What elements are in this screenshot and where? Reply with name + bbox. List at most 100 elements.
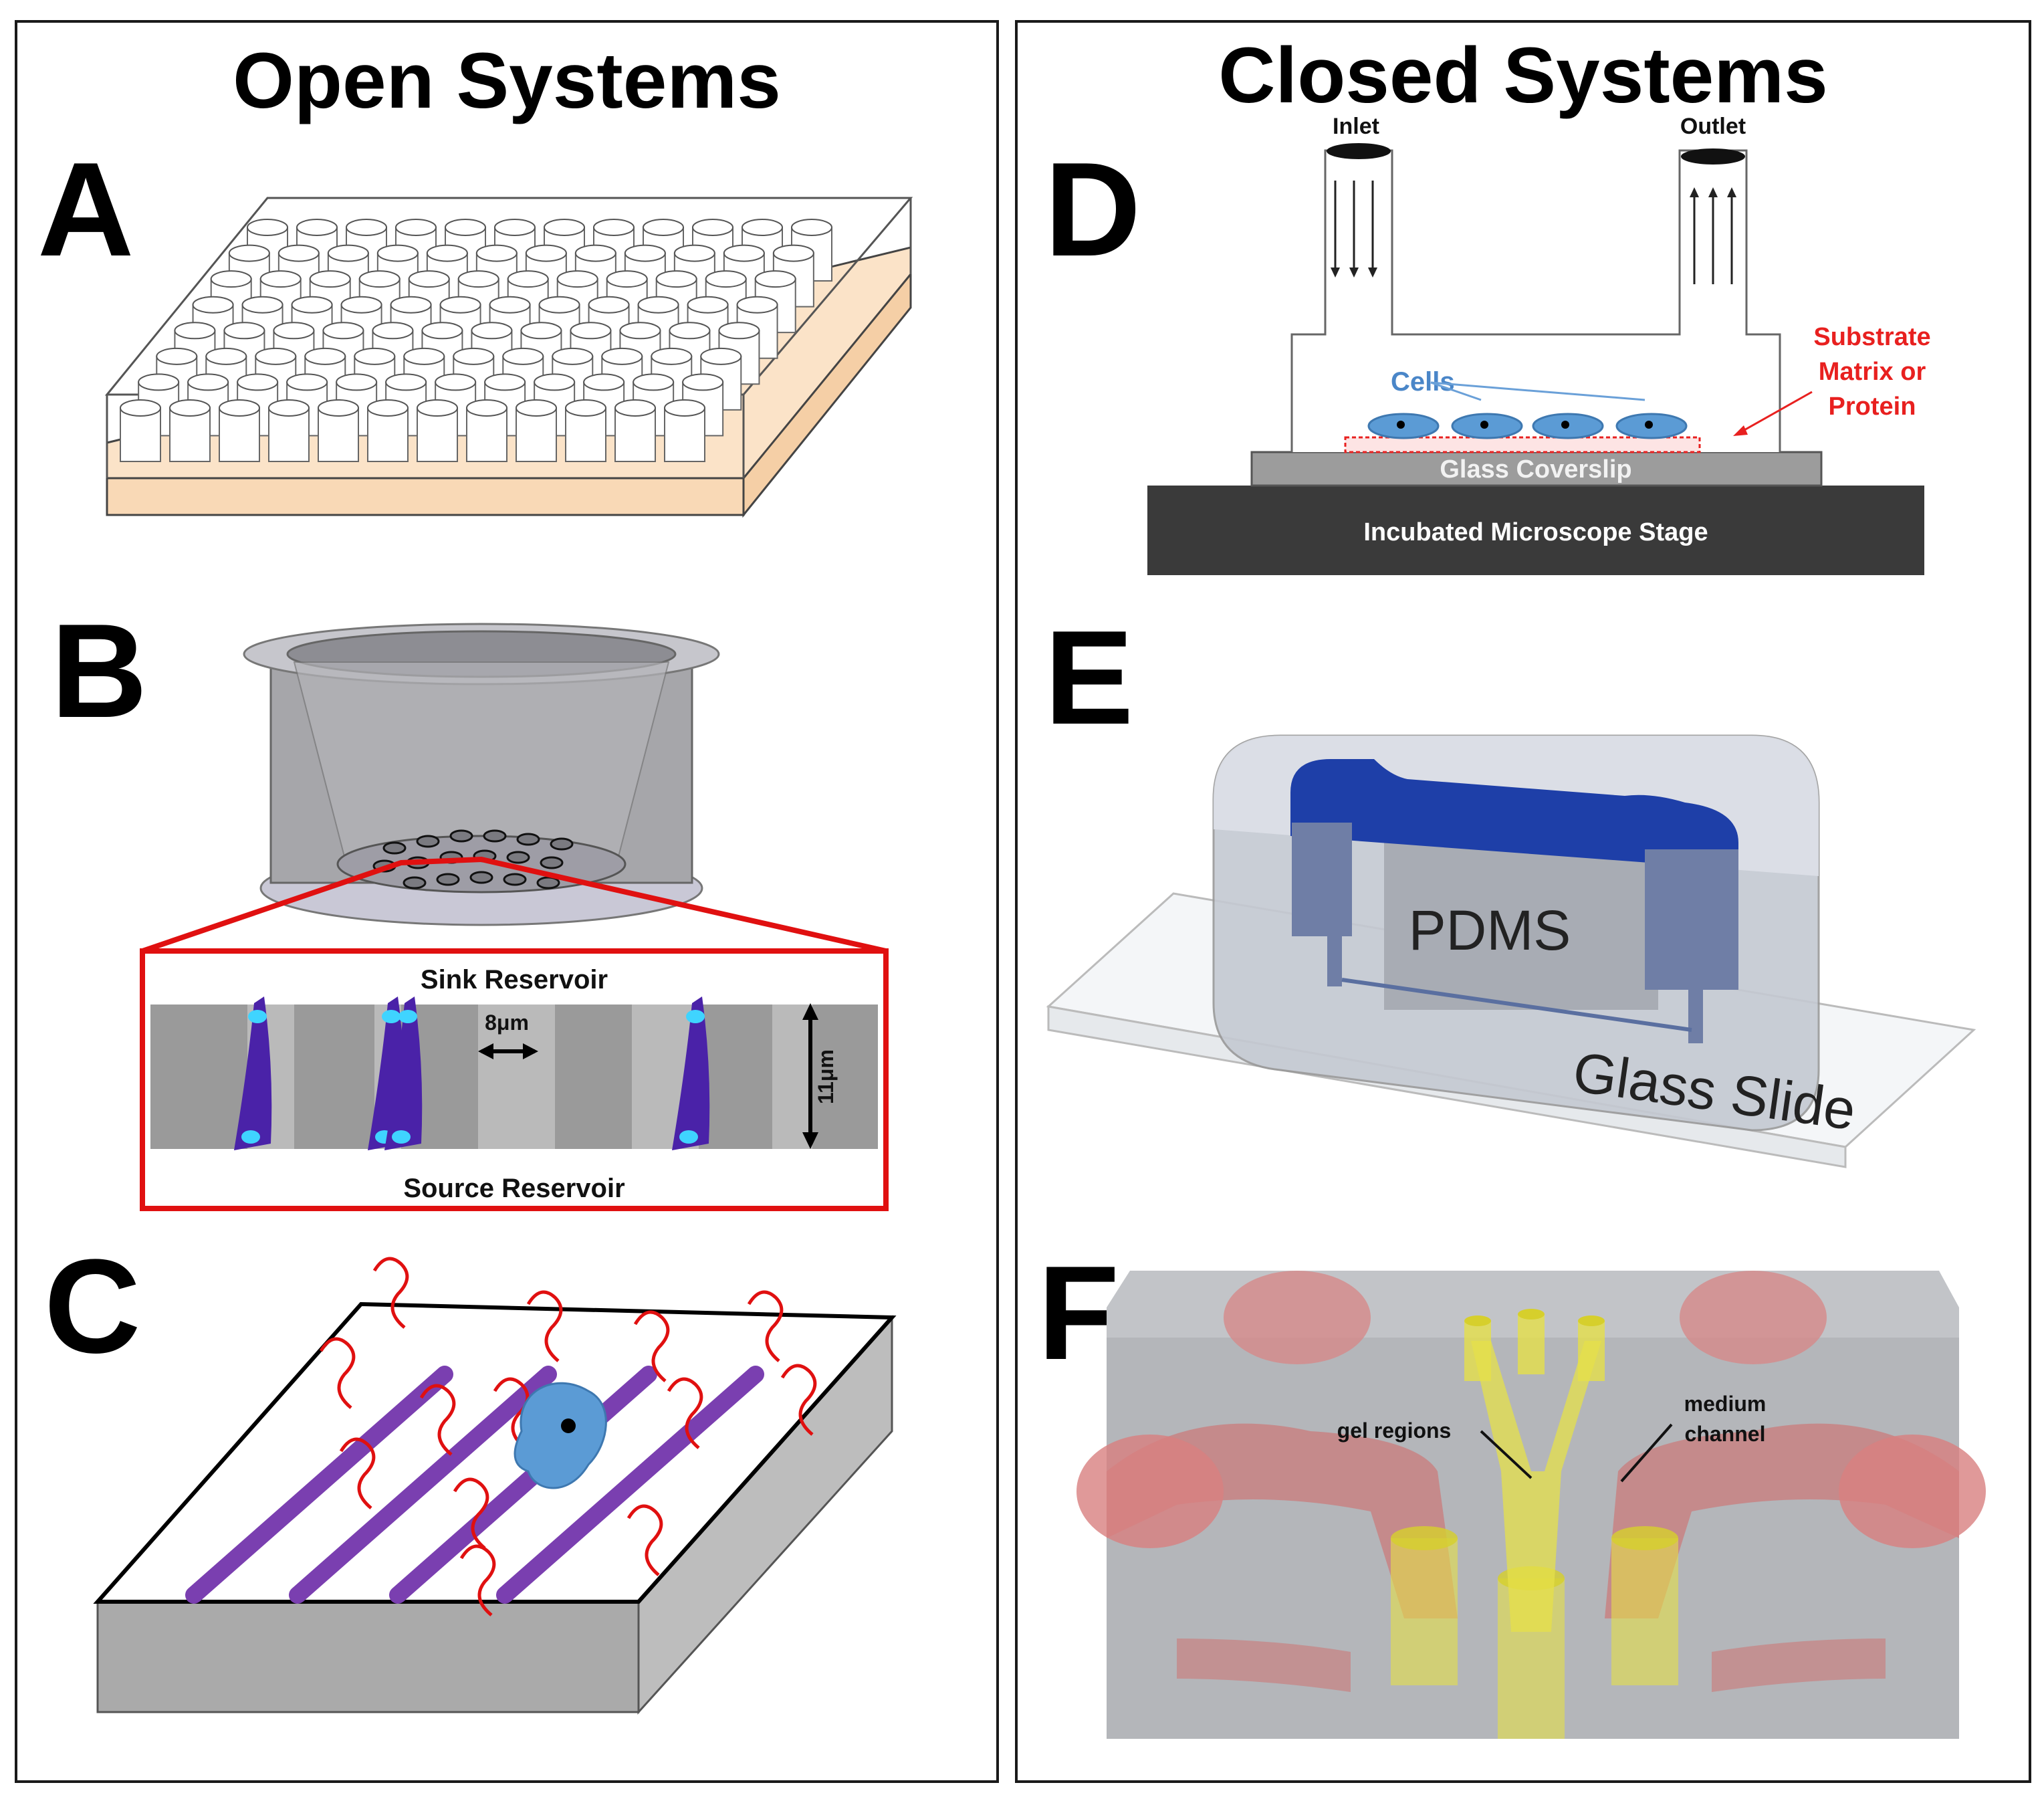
purple-fiber <box>185 1366 453 1604</box>
well-opening <box>228 244 270 262</box>
pore <box>382 841 407 855</box>
well-opening <box>210 270 252 288</box>
well-opening <box>525 244 567 262</box>
chamber-cells <box>1367 413 1688 439</box>
purple-fiber <box>289 1366 557 1604</box>
well-opening <box>718 322 760 340</box>
well-opening <box>426 244 468 262</box>
pore <box>449 829 473 843</box>
well-opening <box>395 219 437 236</box>
well-opening <box>516 399 557 417</box>
cell-nucleus <box>382 1010 401 1023</box>
width-label: 8μm <box>485 1011 529 1035</box>
gel-outlet <box>1611 1538 1678 1685</box>
panel-letter-c: C <box>44 1232 141 1381</box>
substrate-label-line3: Protein <box>1829 393 1916 421</box>
panel-letter-b: B <box>51 597 148 746</box>
well-opening <box>556 270 598 288</box>
well-opening <box>489 296 531 314</box>
gel-pointer <box>1480 1430 1532 1479</box>
well-opening <box>417 399 458 417</box>
pdms-channel <box>1290 759 1738 869</box>
pore-channel <box>772 1005 812 1149</box>
pore <box>506 851 530 864</box>
migrating-cell <box>672 996 710 1150</box>
pore <box>403 876 427 889</box>
well-opening <box>327 244 369 262</box>
gel-channels <box>1471 1341 1601 1632</box>
well-opening <box>614 399 656 417</box>
gel-inlet-top <box>1578 1315 1605 1326</box>
well-opening <box>588 296 630 314</box>
panel-letter-f: F <box>1038 1239 1120 1388</box>
reservoir-front-right <box>1839 1435 1986 1548</box>
well-opening <box>367 399 409 417</box>
well-body <box>268 407 310 462</box>
well-opening <box>687 296 729 314</box>
pore <box>540 856 564 869</box>
well-opening <box>187 373 229 391</box>
well-opening <box>651 347 693 365</box>
open-systems-title: Open Systems <box>233 37 781 125</box>
well-opening <box>291 296 333 314</box>
pore <box>483 829 507 843</box>
ecm-protein <box>339 1437 376 1509</box>
well-body <box>466 407 507 462</box>
well-opening <box>538 296 580 314</box>
pore <box>469 871 493 884</box>
well-opening <box>552 347 594 365</box>
well-opening <box>534 373 576 391</box>
well-opening <box>304 347 346 365</box>
well-opening <box>435 373 477 391</box>
medium-channel-label-1: medium <box>1684 1392 1767 1416</box>
gel-regions-label: gel regions <box>1337 1418 1452 1443</box>
well-opening <box>593 219 635 236</box>
well-opening <box>570 322 612 340</box>
outlet-flow-arrows <box>1693 194 1733 284</box>
cell-nucleus <box>399 1010 417 1023</box>
microscope-stage <box>1147 486 1924 575</box>
pore <box>516 833 540 846</box>
cell-nucleus <box>679 1130 698 1144</box>
well-opening <box>453 347 495 365</box>
left-port-stem <box>1327 936 1342 986</box>
panel-letter-e: E <box>1044 603 1134 752</box>
pdms-label: PDMS <box>1409 899 1571 962</box>
panel-letter-a: A <box>37 135 134 284</box>
well-opening <box>655 270 697 288</box>
well-opening <box>309 270 351 288</box>
cell-nucleus <box>686 1010 705 1023</box>
well-opening <box>255 347 297 365</box>
pore-channels <box>234 996 812 1150</box>
purple-fiber <box>496 1366 764 1604</box>
medium-channel-label-2: channel <box>1685 1422 1766 1446</box>
closed-systems-title: Closed Systems <box>1218 31 1828 120</box>
well-body <box>565 407 606 462</box>
substrate-pointer <box>1738 391 1813 435</box>
medium-tail-right <box>1712 1639 1886 1692</box>
height-label: 11μm <box>814 1049 838 1104</box>
inlet-port <box>1327 143 1391 159</box>
well-opening <box>692 219 733 236</box>
well-opening <box>565 399 606 417</box>
pore <box>503 873 527 886</box>
well-opening <box>277 244 320 262</box>
medium-pointer <box>1620 1423 1673 1483</box>
well-opening <box>354 347 396 365</box>
ecm-protein <box>372 1257 409 1329</box>
plate-base-side <box>742 271 912 518</box>
well-opening <box>390 296 432 314</box>
well-opening <box>439 296 481 314</box>
ecm-protein <box>627 1504 663 1576</box>
well-body <box>614 407 656 462</box>
well-opening <box>502 347 544 365</box>
gel-inlet <box>1518 1314 1545 1374</box>
well-opening <box>471 322 513 340</box>
well-opening <box>583 373 625 391</box>
substrate-label-line2: Matrix or <box>1819 358 1926 386</box>
well-body <box>219 407 260 462</box>
well-opening <box>376 244 419 262</box>
well-opening <box>494 219 536 236</box>
